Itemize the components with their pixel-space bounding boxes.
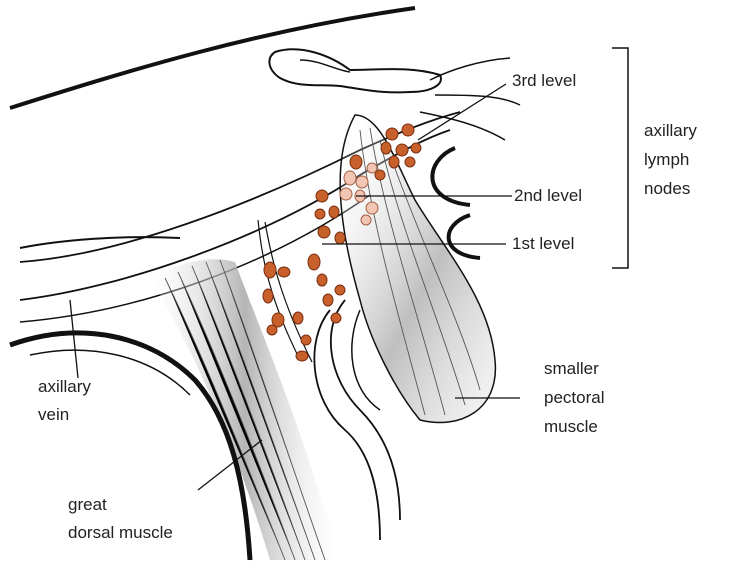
label-great-dorsal-muscle-2: dorsal muscle: [68, 522, 173, 544]
label-axillary-vein-1: axillary: [38, 376, 91, 398]
first-level-nodes: [263, 254, 345, 361]
label-great-dorsal-muscle-1: great: [68, 494, 107, 516]
label-2nd-level: 2nd level: [514, 185, 582, 207]
label-axillary-vein-2: vein: [38, 404, 69, 426]
label-axillary-lymph-nodes-1: axillary: [644, 120, 697, 142]
label-smaller-pectoral-muscle-3: muscle: [544, 416, 598, 438]
smaller-pectoral-muscle: [340, 115, 495, 423]
label-smaller-pectoral-muscle-1: smaller: [544, 358, 599, 380]
shoulder-outline: [10, 8, 415, 108]
label-axillary-lymph-nodes-3: nodes: [644, 178, 690, 200]
group-bracket: [612, 48, 628, 268]
label-1st-level: 1st level: [512, 233, 574, 255]
label-smaller-pectoral-muscle-2: pectoral: [544, 387, 604, 409]
clavicle: [269, 49, 441, 92]
label-axillary-lymph-nodes-2: lymph: [644, 149, 689, 171]
label-3rd-level: 3rd level: [512, 70, 576, 92]
